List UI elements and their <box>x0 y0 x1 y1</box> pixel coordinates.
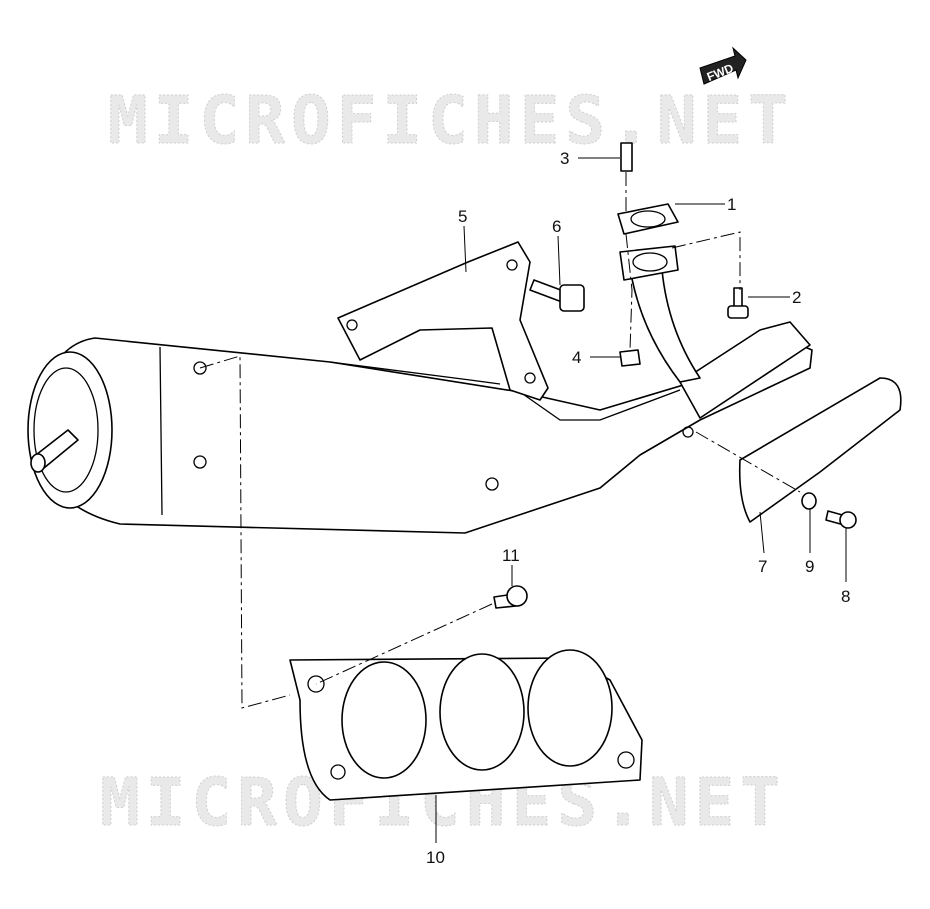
callout-4: 4 <box>572 348 581 367</box>
callout-11: 11 <box>502 546 520 565</box>
protector <box>738 377 902 523</box>
screw-8 <box>825 510 857 529</box>
stud <box>620 142 633 172</box>
bolt-2 <box>727 287 749 319</box>
bolt-6 <box>529 279 585 312</box>
bracket <box>337 241 549 401</box>
callout-2: 2 <box>792 288 801 307</box>
callout-3: 3 <box>560 149 569 168</box>
bolt-11 <box>493 585 528 609</box>
watermark-top: MICROFICHES.NET <box>108 82 794 159</box>
muffler-cover <box>289 649 643 801</box>
chain-line <box>199 355 291 709</box>
chain-line <box>625 233 633 351</box>
chain-line <box>695 431 801 493</box>
callout-9: 9 <box>805 557 814 576</box>
callout-8: 8 <box>841 587 850 606</box>
fwd-arrow-icon: FWD <box>699 46 747 85</box>
washer <box>801 492 817 510</box>
callout-10: 10 <box>426 848 445 867</box>
muffler <box>27 337 813 534</box>
chain-line <box>315 603 493 685</box>
chain-line <box>671 231 741 290</box>
callout-1: 1 <box>727 195 736 214</box>
callout-6: 6 <box>552 217 561 236</box>
callout-5: 5 <box>458 207 467 226</box>
nut <box>619 349 641 367</box>
exhaust-pipe <box>619 245 811 419</box>
gasket <box>617 203 679 235</box>
callout-7: 7 <box>758 557 767 576</box>
